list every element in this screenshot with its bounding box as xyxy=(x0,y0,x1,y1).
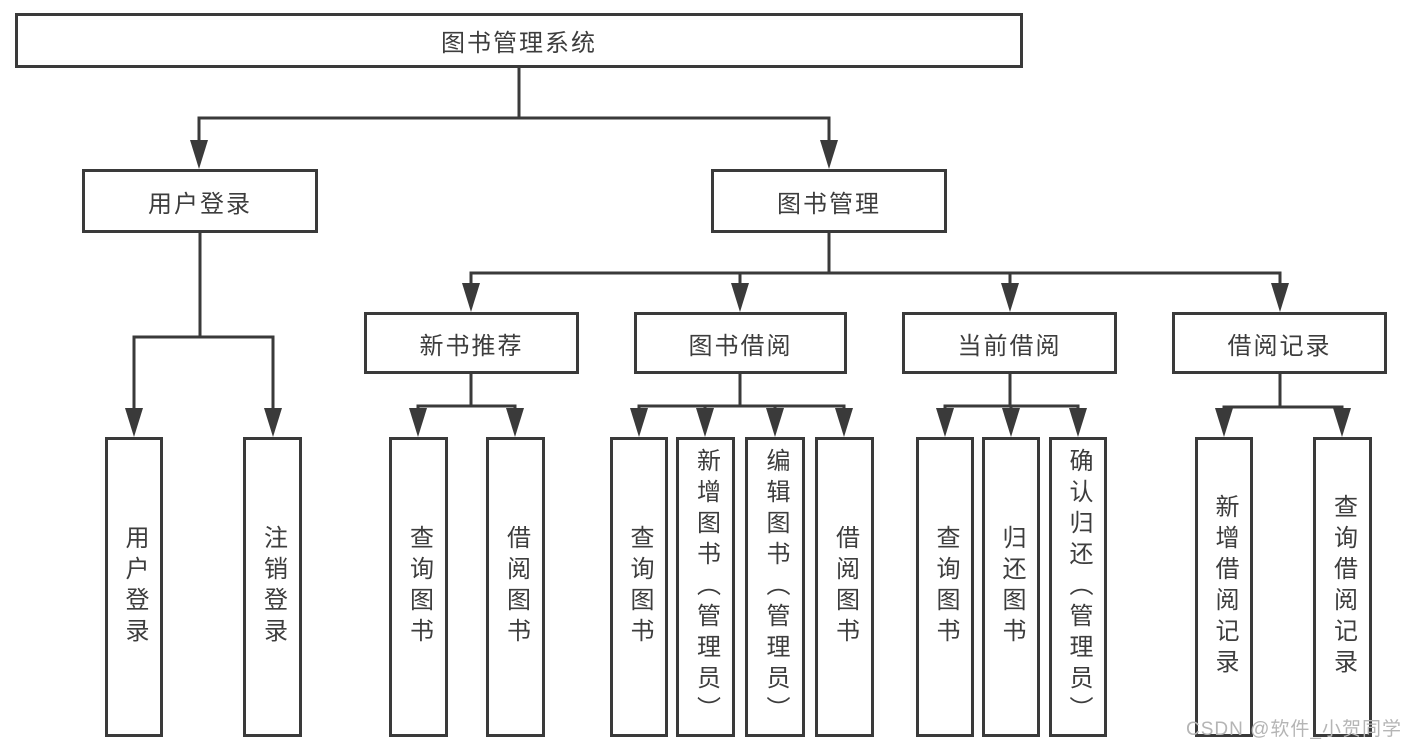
node-label: 查询图书 xyxy=(626,525,653,649)
leaf-add-borrow-record: 新增借阅记录 xyxy=(1195,437,1253,737)
arrowheads xyxy=(125,140,1351,437)
node-label: 归还图书 xyxy=(998,525,1025,649)
node-root-library-management-system: 图书管理系统 xyxy=(15,13,1023,68)
leaf-query-books-borrowing: 查询图书 xyxy=(610,437,668,737)
leaf-add-book-admin: 新增图书（管理员） xyxy=(676,437,735,737)
arrowhead xyxy=(125,408,143,437)
node-label: 新增借阅记录 xyxy=(1211,494,1238,680)
node-book-management: 图书管理 xyxy=(711,169,947,233)
node-label: 新增图书（管理员） xyxy=(692,447,720,727)
arrowhead xyxy=(1069,408,1087,437)
node-new-book-recommendation: 新书推荐 xyxy=(364,312,579,374)
arrowhead xyxy=(409,408,427,437)
node-label: 确认归还（管理员） xyxy=(1065,447,1092,727)
arrowhead xyxy=(936,408,954,437)
arrowhead xyxy=(264,408,282,437)
arrowhead xyxy=(1215,408,1233,437)
leaf-query-books-recommend: 查询图书 xyxy=(389,437,448,737)
node-label: 新书推荐 xyxy=(419,332,524,360)
node-label: 编辑图书（管理员） xyxy=(762,447,789,727)
node-label: 借阅图书 xyxy=(831,525,859,649)
arrowhead xyxy=(630,408,648,437)
node-label: 注销登录 xyxy=(259,525,287,649)
arrowhead xyxy=(696,408,714,437)
node-label: 当前借阅 xyxy=(957,332,1062,360)
node-label: 图书管理系统 xyxy=(441,30,597,57)
node-label: 图书管理 xyxy=(777,190,881,218)
leaf-confirm-return-admin: 确认归还（管理员） xyxy=(1049,437,1107,737)
arrowhead xyxy=(820,140,838,169)
node-label: 借阅图书 xyxy=(502,525,530,649)
node-book-borrowing: 图书借阅 xyxy=(634,312,847,374)
csdn-watermark: CSDN @软件_小贺同学 xyxy=(1186,719,1402,740)
node-label: 借阅记录 xyxy=(1227,332,1332,360)
arrowhead xyxy=(462,283,480,312)
node-current-borrowing: 当前借阅 xyxy=(902,312,1117,374)
node-label: 查询借阅记录 xyxy=(1329,494,1357,680)
arrowhead xyxy=(1333,408,1351,437)
arrowhead xyxy=(835,408,853,437)
node-label: 用户登录 xyxy=(121,525,148,649)
node-borrowing-records: 借阅记录 xyxy=(1172,312,1387,374)
leaf-user-login: 用户登录 xyxy=(105,437,163,737)
leaf-query-borrow-record: 查询借阅记录 xyxy=(1313,437,1372,737)
leaf-query-books-current: 查询图书 xyxy=(916,437,974,737)
leaf-borrow-books-borrowing: 借阅图书 xyxy=(815,437,874,737)
node-user-login: 用户登录 xyxy=(82,169,318,233)
arrowhead xyxy=(190,140,208,169)
arrowhead xyxy=(506,408,524,437)
node-label: 查询图书 xyxy=(932,525,959,649)
leaf-borrow-books-recommend: 借阅图书 xyxy=(486,437,545,737)
node-label: 用户登录 xyxy=(148,190,252,218)
leaf-return-book: 归还图书 xyxy=(982,437,1040,737)
node-label: 图书借阅 xyxy=(688,332,793,360)
node-label: 查询图书 xyxy=(405,525,433,649)
leaf-logout: 注销登录 xyxy=(243,437,302,737)
arrowhead xyxy=(1002,408,1020,437)
arrowhead xyxy=(731,283,749,312)
arrowhead xyxy=(1271,283,1289,312)
arrowhead xyxy=(1001,283,1019,312)
arrowhead xyxy=(766,408,784,437)
leaf-edit-book-admin: 编辑图书（管理员） xyxy=(745,437,805,737)
